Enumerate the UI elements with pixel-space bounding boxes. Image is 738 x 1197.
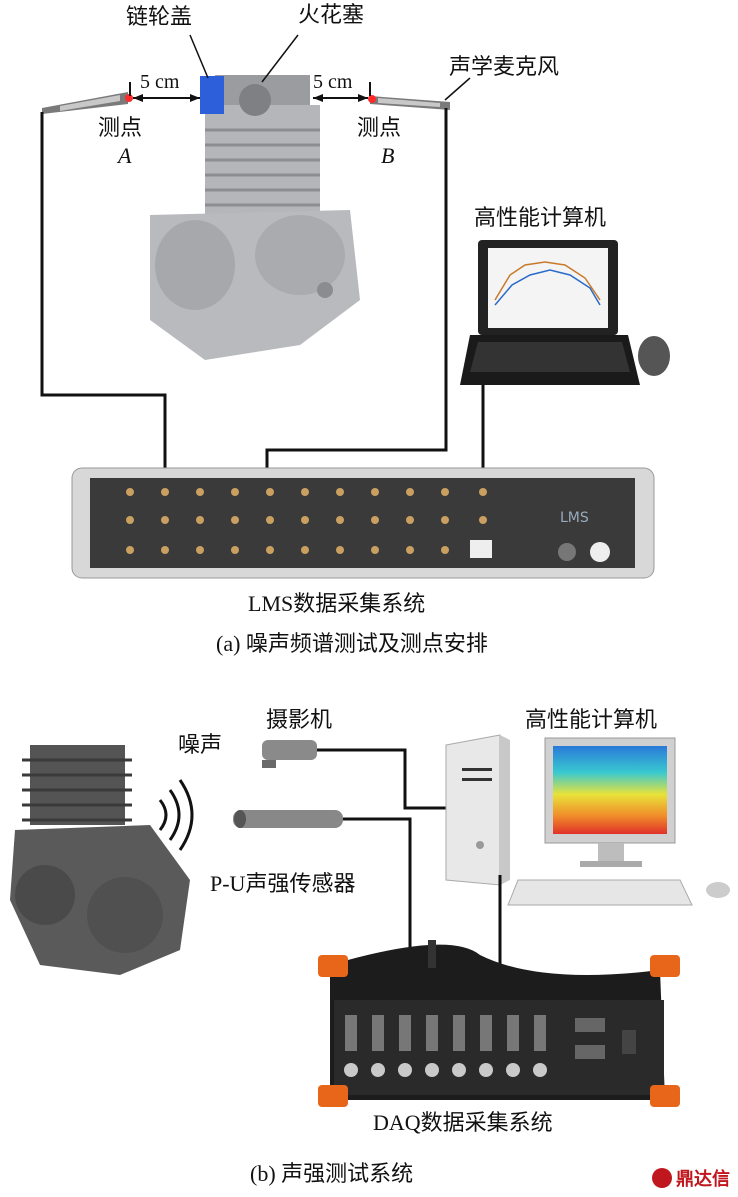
daq-system-label: DAQ数据采集系统 [373,1110,553,1135]
lms-device: LMS [71,467,655,579]
distance-arrow-right [313,94,368,102]
leader-chain-cover [189,34,209,79]
microphone-right [370,96,450,110]
microphone-left [42,92,128,114]
watermark: 鼎达信 [652,1165,730,1191]
engine-a [150,75,360,360]
keyboard-b [507,879,693,906]
spark-plug-label: 火花塞 [298,3,365,28]
chain-cover-label: 链轮盖 [126,5,193,30]
watermark-text: 鼎达信 [676,1169,730,1190]
distance-left-label: 5 cm [140,71,180,93]
microphone-label: 声学麦克风 [449,55,560,80]
pc-tower [445,734,510,886]
chain-cover-part [200,76,224,114]
pu-sensor-label: P-U声强传感器 [210,871,356,896]
computer-a-label: 高性能计算机 [474,206,607,231]
pu-sensor [233,810,343,828]
cable-sensor [343,817,412,1000]
point-a-label: 测点 [98,116,143,141]
noise-label: 噪声 [178,733,223,758]
svg-text:LMS: LMS [560,510,589,526]
caption-a: (a) 噪声频谱测试及测点安排 [216,631,488,656]
daq-device [318,940,680,1107]
computer-b-label: 高性能计算机 [525,708,658,733]
distance-arrow-left [133,94,200,102]
point-b-marker [368,95,376,103]
watermark-logo-icon [652,1168,672,1188]
camera-device [262,740,317,768]
camera-label: 摄影机 [266,708,333,733]
engine-b [10,745,190,975]
point-a-letter: A [118,143,132,168]
distance-right-label: 5 cm [313,71,353,93]
noise-waves [158,779,194,851]
cable-left-mic [40,112,167,500]
leader-mic [444,77,471,101]
leader-spark-plug [261,34,299,83]
monitor-b [544,737,676,867]
lms-system-label: LMS数据采集系统 [248,591,426,616]
cable-camera [317,748,460,810]
caption-b: (b) 声强测试系统 [250,1161,414,1186]
mouse-a [638,336,670,376]
point-b-letter: B [381,143,395,168]
mouse-b [706,882,730,898]
point-b-label: 测点 [357,116,402,141]
laptop-a [460,240,640,385]
